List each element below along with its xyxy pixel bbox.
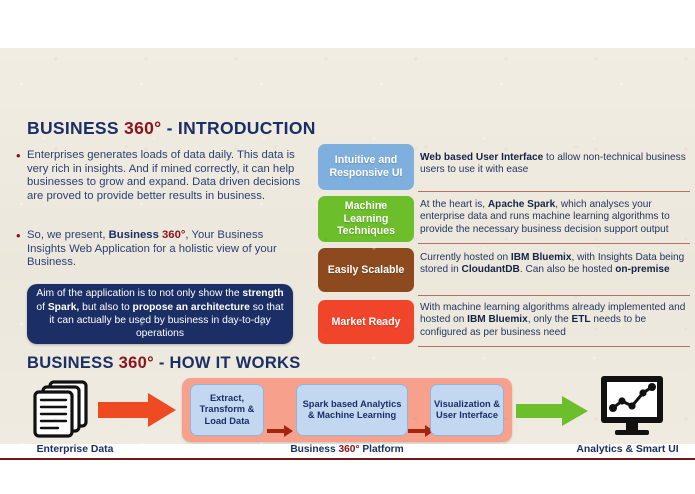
- feature-tag-machine-learning: Machine Learning Techniques: [318, 196, 414, 242]
- title-intro-word1: BUSINESS: [27, 118, 119, 138]
- bullet-dot-icon: •: [16, 148, 21, 163]
- bullet-2-brand: Business: [108, 229, 163, 241]
- bullet-1-text: Enterprises generates loads of data dail…: [27, 149, 301, 202]
- feature-3-pre: With machine learning algorithms already…: [420, 302, 686, 326]
- bullet-dot-icon: •: [16, 228, 21, 243]
- title-how-word3: - HOW IT WORKS: [158, 354, 301, 372]
- callout-p2: of: [36, 301, 48, 313]
- platform-label-part1: Business: [290, 444, 339, 455]
- feature-1-pre: At the heart is,: [420, 199, 488, 210]
- feature-separator: [418, 346, 690, 347]
- bullet-2-brand-degrees: 360°: [162, 229, 186, 241]
- big-arrow-right-red: [98, 393, 176, 427]
- title-intro-word2: 360°: [124, 118, 162, 138]
- bullet-2-pre: So, we present,: [27, 229, 109, 241]
- bullet-item-2: • So, we present, Business 360°, Your Bu…: [16, 229, 301, 270]
- platform-label-degrees: 360°: [338, 444, 360, 455]
- big-arrow-right-green: [516, 396, 588, 426]
- feature-desc-intuitive-ui: Web based User Interface to allow non-te…: [418, 152, 695, 177]
- bullet-2-text: So, we present, Business 360°, Your Busi…: [27, 229, 301, 270]
- callout-p1: Aim of the application is to not only sh…: [36, 288, 243, 300]
- feature-3-bold: IBM Bluemix: [467, 314, 528, 326]
- feature-2-bold2: CloudantDB: [461, 264, 520, 276]
- feature-3-mid: , only the: [527, 314, 572, 326]
- callout-p3: but also to: [79, 301, 133, 313]
- callout-p4: so that it can actually be used by busin…: [49, 301, 284, 340]
- process-box-spark-analytics[interactable]: Spark based Analytics & Machine Learning: [296, 384, 408, 436]
- feature-2-bold3: on-premise: [615, 264, 670, 276]
- title-how-word1: BUSINESS: [27, 354, 114, 372]
- callout-b3: propose an architecture: [132, 301, 250, 313]
- feature-0-rest: to allow non-technical business users to…: [420, 152, 686, 176]
- feature-3-mid2: needs to be configured as per business n…: [420, 314, 647, 338]
- business-360-platform-container: Extract, Transform & Load Data Spark bas…: [182, 378, 512, 442]
- page-title-introduction: BUSINESS 360° - INTRODUCTION: [27, 118, 316, 139]
- feature-1-bold: Apache Spark: [487, 199, 556, 210]
- feature-desc-market-ready: With machine learning algorithms already…: [418, 302, 695, 339]
- feature-3-bold2: ETL: [571, 314, 591, 326]
- label-enterprise-data: Enterprise Data: [36, 444, 114, 455]
- slide-content-area: BUSINESS 360° - INTRODUCTION • Enterpris…: [0, 48, 695, 460]
- label-analytics-smart-ui: Analytics & Smart UI: [576, 444, 679, 455]
- process-box-etl[interactable]: Extract, Transform & Load Data: [190, 384, 264, 436]
- feature-desc-easily-scalable: Currently hosted on IBM Bluemix, with In…: [418, 252, 695, 277]
- feature-2-pre: Currently hosted on: [420, 252, 511, 263]
- feature-0-bold: Web based User Interface: [420, 152, 544, 163]
- feature-2-bold: IBM Bluemix: [510, 252, 572, 263]
- bullet-2-post: , Your Business Insights Web Application…: [27, 229, 277, 269]
- title-how-word2: 360°: [118, 354, 154, 372]
- page-title-how-it-works: BUSINESS 360° - HOW IT WORKS: [27, 354, 301, 373]
- feature-desc-machine-learning: At the heart is, Apache Spark, which ana…: [418, 199, 695, 236]
- process-box-visualization[interactable]: Visualization & User Interface: [430, 384, 504, 436]
- feature-2-mid2: . Can also be hosted: [519, 264, 616, 276]
- feature-1-rest: , which analyses your enterprise data an…: [420, 199, 670, 235]
- aim-callout-text: Aim of the application is to not only sh…: [35, 287, 285, 341]
- title-intro-word3: - INTRODUCTION: [166, 118, 316, 138]
- arrow-analytics-to-visualization: [408, 424, 434, 437]
- feature-tag-easily-scalable: Easily Scalable: [318, 248, 414, 292]
- callout-b2: Spark,: [47, 301, 80, 313]
- callout-b1: strength: [242, 288, 284, 300]
- documents-stack-icon: [30, 378, 92, 440]
- monitor-chart-icon: [598, 374, 666, 438]
- feature-separator: [418, 295, 690, 296]
- feature-separator: [418, 191, 690, 192]
- platform-label-part3: Platform: [359, 444, 404, 455]
- feature-tag-market-ready: Market Ready: [318, 300, 414, 344]
- arrow-etl-to-analytics: [267, 424, 293, 437]
- label-business-360-platform: Business 360° Platform: [182, 444, 512, 455]
- bullet-item-1: • Enterprises generates loads of data da…: [16, 149, 301, 203]
- feature-tag-intuitive-ui: Intuitive and Responsive UI: [318, 144, 414, 190]
- feature-separator: [418, 243, 690, 244]
- aim-callout-box: Aim of the application is to not only sh…: [27, 284, 293, 344]
- feature-2-mid: , with Insights Data being stored in: [420, 252, 685, 276]
- bottom-divider: [0, 458, 695, 460]
